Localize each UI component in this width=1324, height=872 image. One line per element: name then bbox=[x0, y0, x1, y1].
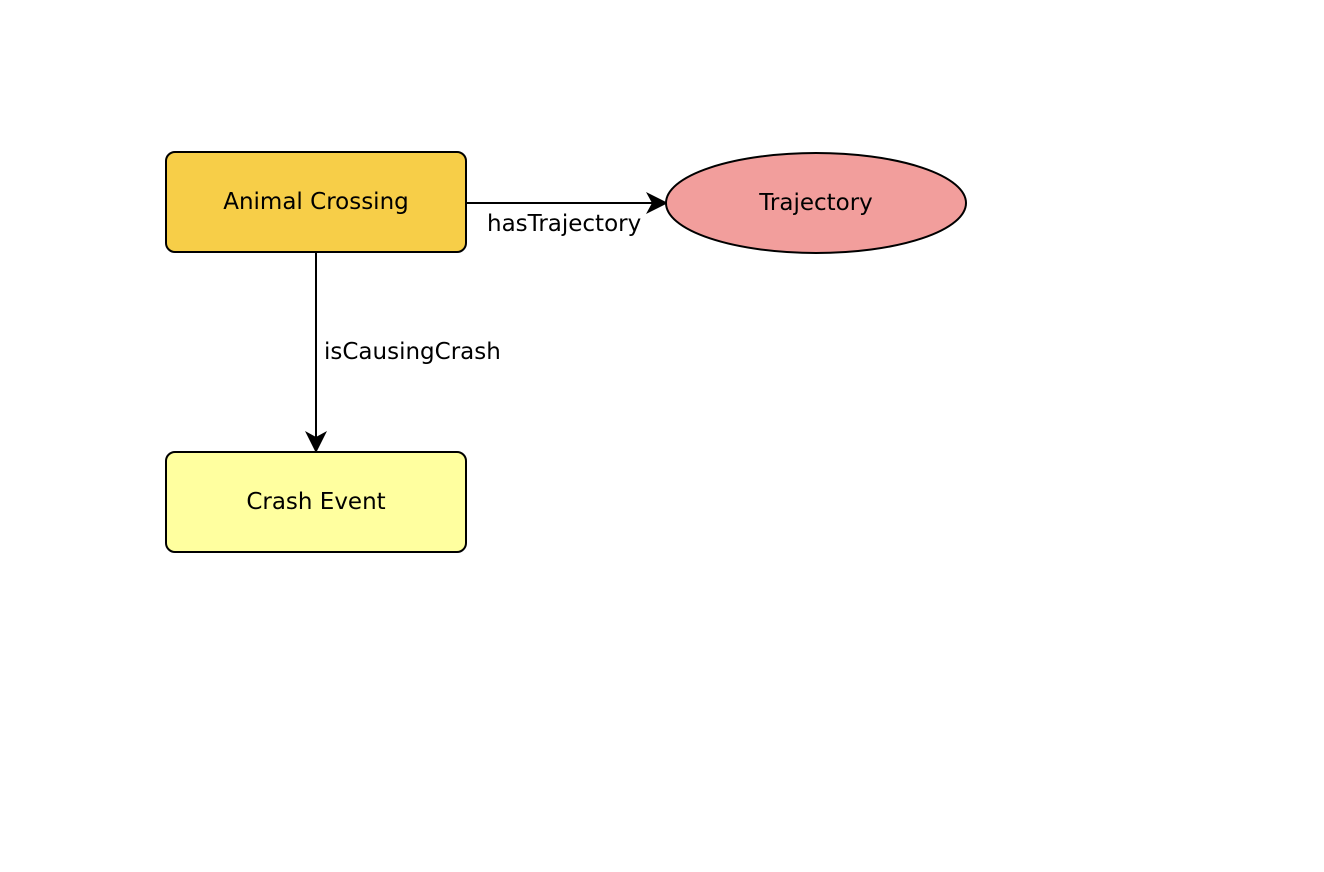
node-trajectory-shape[interactable] bbox=[665, 152, 967, 254]
edge-has-trajectory-label: hasTrajectory bbox=[487, 211, 642, 237]
node-crash-event-shape[interactable] bbox=[165, 451, 467, 553]
edge-is-causing-crash-label: isCausingCrash bbox=[324, 339, 501, 365]
node-animal-crossing-shape[interactable] bbox=[165, 151, 467, 253]
node-crash-event-label: Crash Event bbox=[246, 489, 386, 515]
node-animal-crossing-label: Animal Crossing bbox=[223, 189, 409, 215]
node-trajectory-label: Trajectory bbox=[759, 190, 873, 216]
